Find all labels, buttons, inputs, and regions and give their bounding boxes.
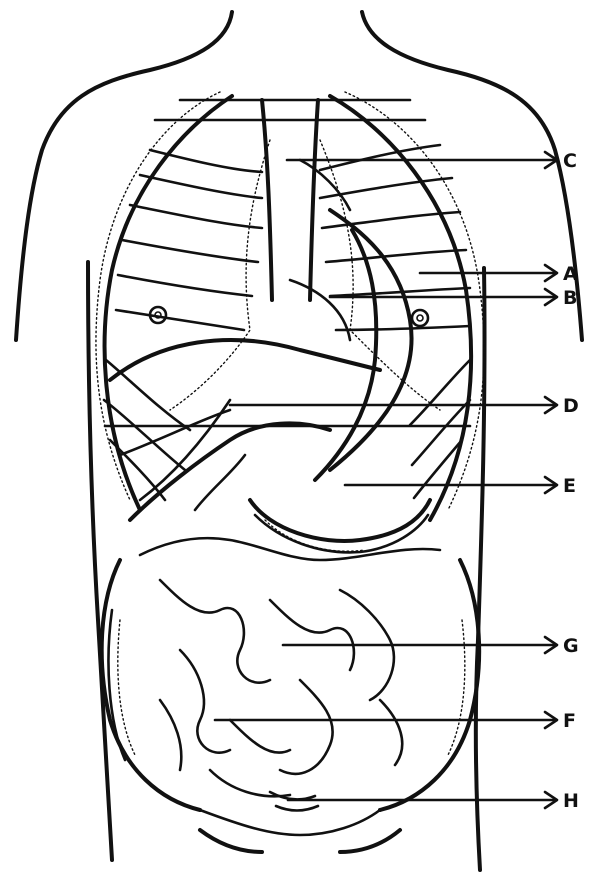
label-a: A bbox=[563, 263, 578, 285]
leader-line-a bbox=[420, 265, 557, 281]
liver bbox=[110, 340, 380, 520]
small-intestine bbox=[160, 580, 402, 796]
label-b: B bbox=[563, 287, 577, 309]
labels: C A B D E G F H bbox=[563, 150, 579, 812]
label-h: H bbox=[563, 790, 579, 812]
label-e: E bbox=[563, 475, 576, 497]
leader-line-g bbox=[283, 637, 557, 653]
leader-line-f bbox=[215, 712, 557, 728]
label-f: F bbox=[563, 710, 576, 732]
label-d: D bbox=[563, 395, 579, 417]
label-g: G bbox=[563, 635, 579, 657]
leader-line-b bbox=[330, 289, 557, 305]
body-outline bbox=[16, 12, 582, 870]
stomach bbox=[250, 500, 430, 552]
leader-line-h bbox=[288, 792, 557, 808]
leader-line-c bbox=[287, 152, 557, 168]
leader-lines bbox=[215, 152, 557, 808]
sternum bbox=[262, 100, 318, 300]
label-c: C bbox=[563, 150, 577, 172]
large-intestine bbox=[102, 538, 479, 835]
rib-cage bbox=[96, 92, 484, 520]
